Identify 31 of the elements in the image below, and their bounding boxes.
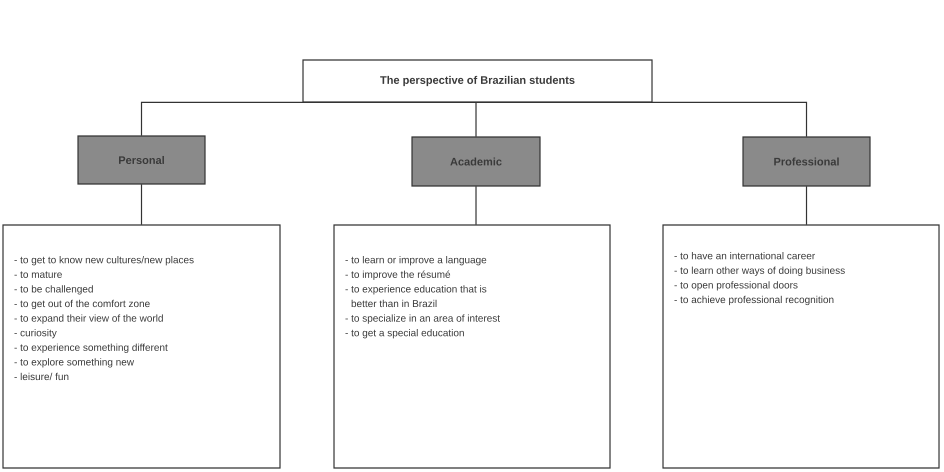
connector-line [475,102,477,136]
list-item: - to explore something new [14,358,134,368]
connector-line [475,186,477,224]
connector-line [476,102,808,136]
list-item: - to learn other ways of doing business [674,266,845,276]
list-item: - to experience education that is better than in Brazil [345,285,486,308]
list-item: - to get out of the comfort zone [14,300,150,310]
connector-line [140,184,142,224]
list-item: - to get a special education [345,329,464,338]
list-item: - to specialize in an area of interest [345,314,500,324]
list-item: - to expand their view of the world [14,314,163,324]
list-item: - to open professional doors [674,281,798,291]
list-item: - to experience something different [14,344,168,353]
list-box [2,224,281,469]
list-item: - to improve the résumé [345,270,450,280]
list-item: - to be challenged [14,285,93,295]
list-item: - to get to know new cultures/new places [14,256,194,266]
category-box: Academic [411,136,541,187]
category-box: Professional [742,136,871,187]
connector-line [806,186,808,224]
list-item: - to achieve professional recognition [674,296,834,306]
list-item: - to mature [14,271,62,278]
category-box: Personal [77,135,206,185]
list-item: - leisure/ fun [14,372,68,380]
title-box: The perspective of Brazilian students [302,59,653,103]
list-item: - to have an international career [674,252,816,260]
list-box [662,224,940,469]
list-item: - to learn or improve a language [345,256,486,266]
list-box [333,224,611,469]
list-item: - curiosity [14,329,57,338]
connector-line [140,102,478,136]
